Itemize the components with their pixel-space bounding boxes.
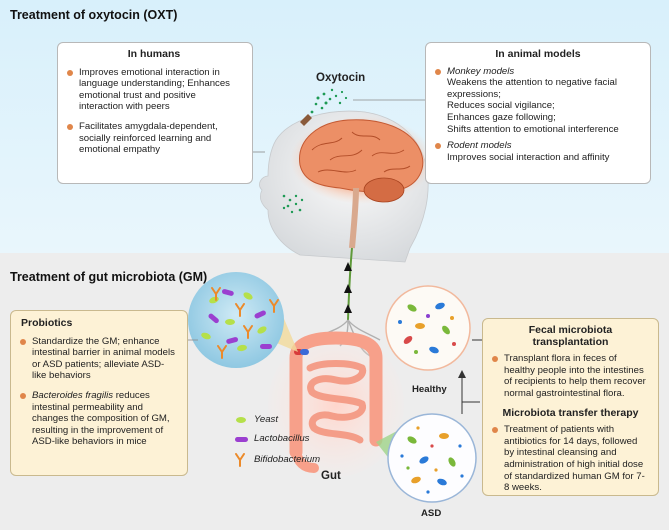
rodent-models-title: Rodent models (447, 140, 512, 152)
bifidobacterium-legend-icon (235, 453, 245, 467)
monkey-line: Weakens the attention to negative facial… (447, 77, 617, 100)
gm-section-title: Treatment of gut microbiota (GM) (10, 270, 208, 284)
oxytocin-spray (310, 88, 348, 114)
gut-label: Gut (321, 470, 341, 482)
rodent-models-item: Rodent models Improves social interactio… (434, 140, 642, 163)
oxt-section-title: Treatment of oxytocin (OXT) (10, 8, 178, 22)
nasal-spray-bottle (300, 114, 312, 126)
asd-label: ASD (421, 508, 442, 519)
connector-lines-top (252, 99, 425, 153)
probiotics-item: Standardize the GM; enhance intestinal b… (19, 336, 179, 382)
transfer-arrowhead (458, 370, 466, 378)
bacteroides-name: Bacteroides fragilis (32, 389, 114, 401)
cerebellum (363, 177, 405, 203)
brain (299, 119, 424, 193)
monkey-models-item: Monkey models Weakens the attention to n… (434, 66, 642, 136)
fmt-heading: Fecal microbiota transplantation (528, 324, 613, 348)
humans-item: Facilitates amygdala-dependent, socially… (66, 121, 242, 156)
vagus-arrows (344, 262, 352, 313)
yeast-label: Yeast (254, 414, 279, 425)
brainstem (349, 187, 359, 249)
mtt-heading: Microbiota transfer therapy (502, 406, 639, 419)
bacteroides-effect: reduces intestinal permeability and chan… (32, 389, 170, 448)
monkey-line: Reduces social vigilance; (447, 100, 555, 112)
probiotics-heading: Probiotics (21, 317, 73, 329)
monkey-line: Enhances gaze following; (447, 111, 556, 123)
healthy-microbes (398, 302, 456, 354)
probiotic-circle (188, 272, 284, 368)
mtt-text: Treatment of patients with antibiotics f… (491, 424, 650, 494)
yeast-legend-icon (236, 417, 246, 423)
lactobacillus-legend-icon (235, 437, 248, 442)
asd-microbes (400, 426, 464, 494)
asd-microbiota-circle (387, 413, 477, 503)
small-intestine (306, 360, 367, 444)
probiotics-item: Bacteroides fragilis reduces intestinal … (19, 390, 179, 448)
rodent-text: Improves social interaction and affinity (447, 151, 610, 163)
monkey-line: Shifts attention to emotional interferen… (447, 123, 619, 135)
in-humans-heading: In humans (127, 48, 181, 60)
rectum (291, 447, 319, 473)
transplant-therapy-box: Fecal microbiota transplantation Transpl… (482, 318, 659, 496)
nasal-particles (282, 194, 304, 214)
in-animal-models-box: In animal models Monkey models Weakens t… (425, 42, 651, 184)
lactobacillus-label: Lactobacillus (254, 433, 310, 444)
healthy-microbiota-circle (385, 285, 471, 371)
healthy-label: Healthy (412, 384, 447, 395)
oxytocin-label: Oxytocin (316, 72, 366, 84)
animal-models-heading: In animal models (495, 48, 581, 60)
probiotics-box: Probiotics Standardize the GM; enhance i… (10, 310, 188, 476)
brain-folds (311, 131, 411, 173)
in-humans-box: In humans Improves emotional interaction… (57, 42, 253, 184)
bifidobacterium-label: Bifidobacterium (254, 454, 321, 465)
fmt-text: Transplant flora in feces of healthy peo… (491, 353, 650, 399)
humans-item: Improves emotional interaction in langua… (66, 67, 242, 113)
monkey-models-title: Monkey models (447, 65, 515, 77)
probiotic-bacteria (201, 287, 279, 359)
